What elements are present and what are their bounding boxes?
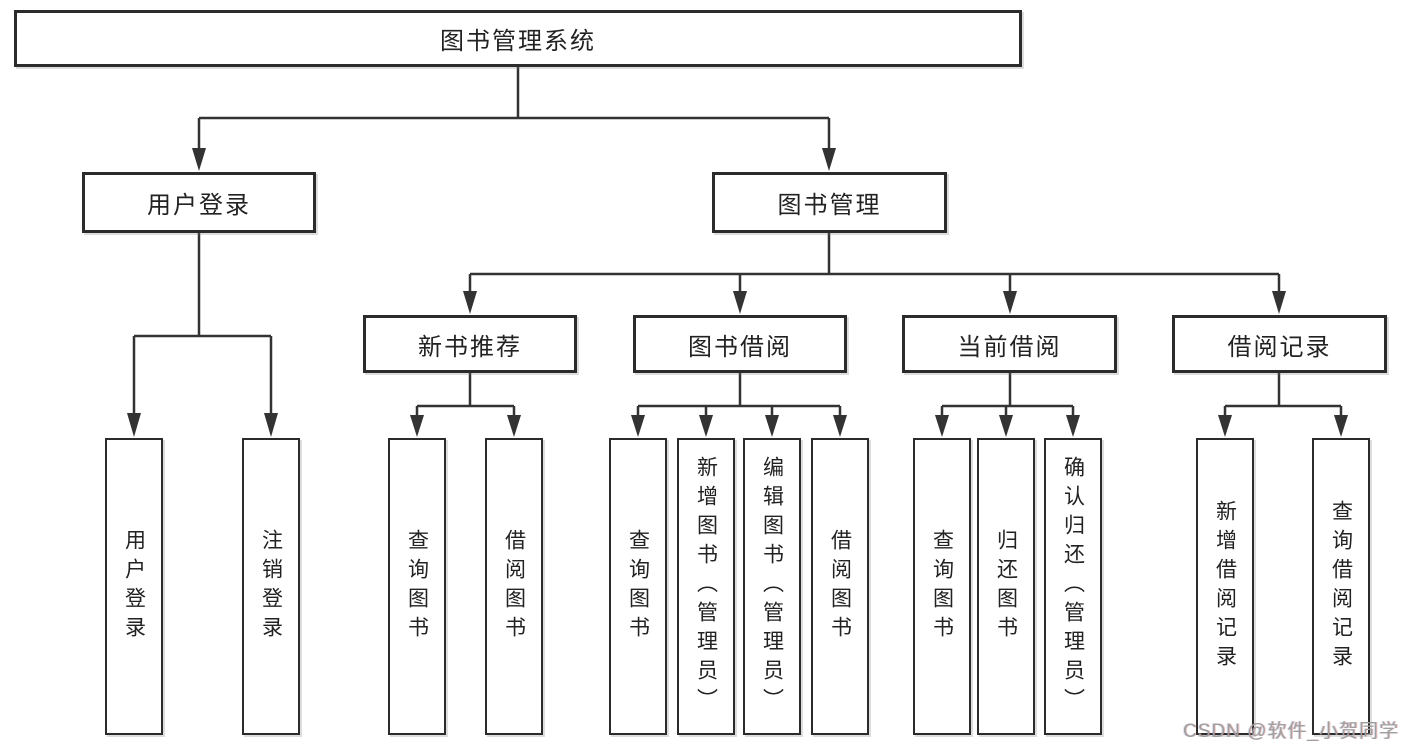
leaf-borrow-books-label: 借阅图书 xyxy=(828,528,852,645)
node-new-book-recommend: 新书推荐 xyxy=(363,315,577,373)
watermark-text: CSDN @软件_小贺同学 xyxy=(1183,721,1399,742)
leaf-query-books-current-label: 查询图书 xyxy=(930,528,954,645)
leaf-borrow-books-recommend-label: 借阅图书 xyxy=(502,528,526,645)
node-book-management: 图书管理 xyxy=(712,172,947,233)
leaf-user-login-label: 用户登录 xyxy=(122,528,146,645)
leaf-borrow-books: 借阅图书 xyxy=(811,438,869,735)
leaf-query-borrow-record-label: 查询借阅记录 xyxy=(1329,499,1353,674)
leaf-return-books: 归还图书 xyxy=(977,438,1035,735)
leaf-add-books-admin-label: 新增图书（管理员） xyxy=(694,456,718,717)
node-borrow-records-label: 借阅记录 xyxy=(1227,333,1332,361)
leaf-query-books-borrow-label: 查询图书 xyxy=(626,528,650,645)
node-root-system-label: 图书管理系统 xyxy=(440,28,596,55)
node-root-system: 图书管理系统 xyxy=(14,10,1022,67)
leaf-edit-books-admin-label: 编辑图书（管理员） xyxy=(760,456,784,717)
node-book-management-label: 图书管理 xyxy=(777,192,882,219)
leaf-borrow-books-recommend: 借阅图书 xyxy=(485,438,543,735)
node-current-borrow-label: 当前借阅 xyxy=(957,333,1062,361)
leaf-edit-books-admin: 编辑图书（管理员） xyxy=(743,438,801,735)
leaf-confirm-return-admin: 确认归还（管理员） xyxy=(1044,438,1102,735)
connector-current-borrow-to-leaves xyxy=(935,373,1080,437)
leaf-query-books-current: 查询图书 xyxy=(913,438,971,735)
node-current-borrow: 当前借阅 xyxy=(902,315,1117,373)
connector-user-login-to-leaves xyxy=(127,232,278,437)
connector-new-book-to-leaves xyxy=(410,373,521,437)
leaf-query-books-recommend-label: 查询图书 xyxy=(405,528,429,645)
leaf-query-books-recommend: 查询图书 xyxy=(388,438,446,735)
node-book-borrow: 图书借阅 xyxy=(633,315,847,373)
leaf-add-borrow-record-label: 新增借阅记录 xyxy=(1213,499,1237,674)
leaf-logout-label: 注销登录 xyxy=(259,528,283,645)
node-book-borrow-label: 图书借阅 xyxy=(688,333,792,361)
connector-borrow-records-to-leaves xyxy=(1218,373,1348,437)
leaf-query-books-borrow: 查询图书 xyxy=(609,438,667,735)
leaf-confirm-return-admin-label: 确认归还（管理员） xyxy=(1061,456,1085,717)
connector-root-to-level2 xyxy=(192,67,836,171)
node-user-login-label: 用户登录 xyxy=(147,192,251,219)
node-borrow-records: 借阅记录 xyxy=(1172,315,1387,373)
leaf-add-borrow-record: 新增借阅记录 xyxy=(1196,438,1254,735)
leaf-query-borrow-record: 查询借阅记录 xyxy=(1312,438,1370,735)
node-user-login: 用户登录 xyxy=(82,172,316,233)
connector-book-mgmt-to-level3 xyxy=(463,232,1286,314)
leaf-return-books-label: 归还图书 xyxy=(994,528,1018,645)
leaf-logout: 注销登录 xyxy=(242,438,300,735)
leaf-user-login: 用户登录 xyxy=(105,438,163,735)
node-new-book-recommend-label: 新书推荐 xyxy=(418,333,522,361)
connector-book-borrow-to-leaves xyxy=(631,373,847,437)
leaf-add-books-admin: 新增图书（管理员） xyxy=(677,438,735,735)
